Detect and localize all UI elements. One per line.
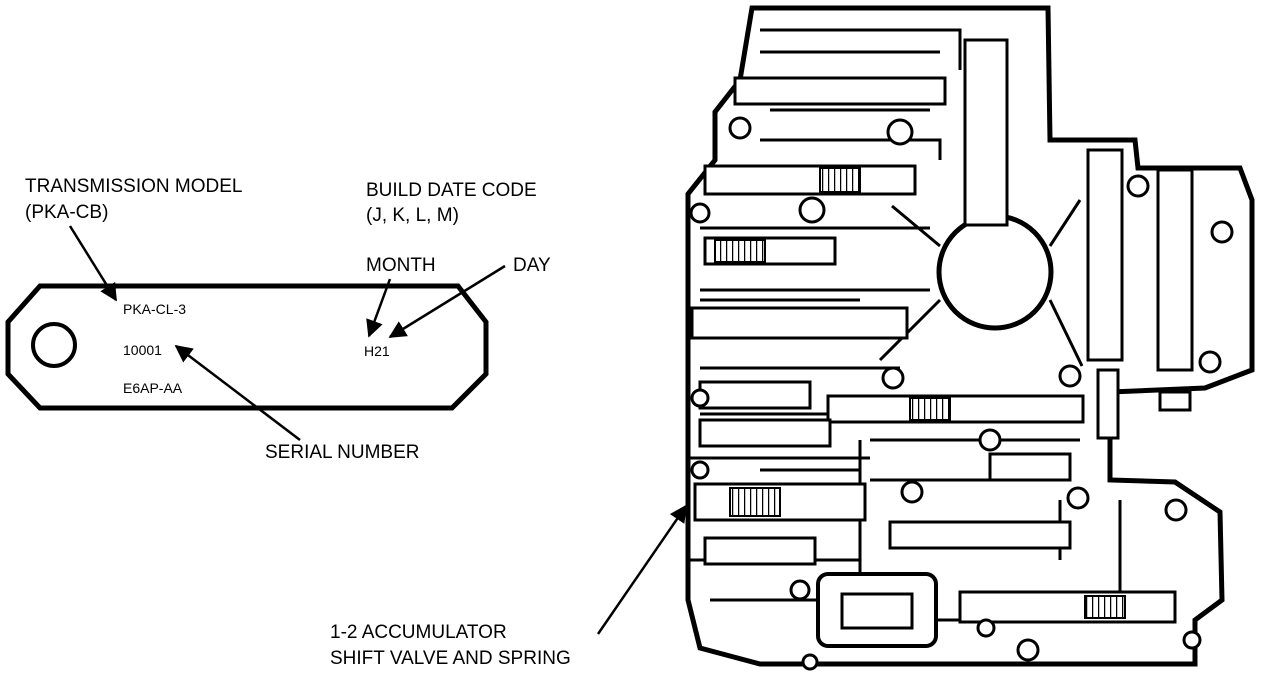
- spool-5: [698, 380, 812, 410]
- valve-body-drawing: [685, 5, 1255, 671]
- spool-10: [703, 536, 817, 566]
- vertical-valve-2: [1086, 148, 1124, 362]
- tag-outline: [5, 283, 489, 411]
- serial-number-label: SERIAL NUMBER: [265, 442, 420, 463]
- accumulator-label-line1: 1-2 ACCUMULATOR: [330, 622, 507, 643]
- spool-9: [888, 520, 1072, 550]
- vertical-valve-1: [963, 38, 1009, 227]
- cover-plate-window: [840, 592, 914, 630]
- transmission-model-label: TRANSMISSION MODEL: [25, 176, 242, 197]
- transmission-model-code-label: (PKA-CB): [25, 202, 108, 223]
- tag-mounting-hole: [31, 322, 77, 368]
- day-arrow: [388, 264, 506, 339]
- vertical-valve-4: [1096, 368, 1120, 440]
- month-label: MONTH: [366, 255, 436, 276]
- accumulator-spring: [729, 487, 781, 517]
- tag-part-line: E6AP-AA: [123, 380, 183, 396]
- spring-1: [819, 167, 861, 193]
- bore-web: [878, 199, 1084, 367]
- spool-1: [733, 76, 947, 106]
- vertical-valve-3: [1156, 168, 1194, 372]
- tag-serial-line: 10001: [123, 342, 162, 358]
- spring-2: [714, 239, 766, 263]
- center-bore: [936, 213, 1054, 331]
- spool-8: [988, 452, 1072, 482]
- transmission-model-arrow: [68, 225, 118, 302]
- spool-6: [826, 394, 1085, 424]
- spool-2: [703, 164, 917, 196]
- spring-3: [909, 397, 951, 421]
- valve-cap: [1158, 390, 1192, 412]
- spring-4: [1084, 595, 1126, 619]
- accumulator-label-line2: SHIFT VALVE AND SPRING: [330, 648, 571, 669]
- serial-number-arrow: [174, 344, 301, 441]
- identification-tag: PKA-CL-3 10001 E6AP-AA H21: [5, 283, 489, 411]
- tag-date-code: H21: [364, 343, 390, 359]
- spool-4: [690, 306, 909, 340]
- spool-7: [698, 418, 832, 448]
- spool-11: [958, 590, 1177, 624]
- build-date-letters-label: (J, K, L, M): [366, 205, 459, 226]
- tag-model-line: PKA-CL-3: [123, 301, 186, 317]
- month-arrow: [366, 278, 392, 338]
- accumulator-arrow: [596, 504, 688, 635]
- build-date-code-label: BUILD DATE CODE: [366, 180, 537, 201]
- day-label: DAY: [513, 255, 551, 276]
